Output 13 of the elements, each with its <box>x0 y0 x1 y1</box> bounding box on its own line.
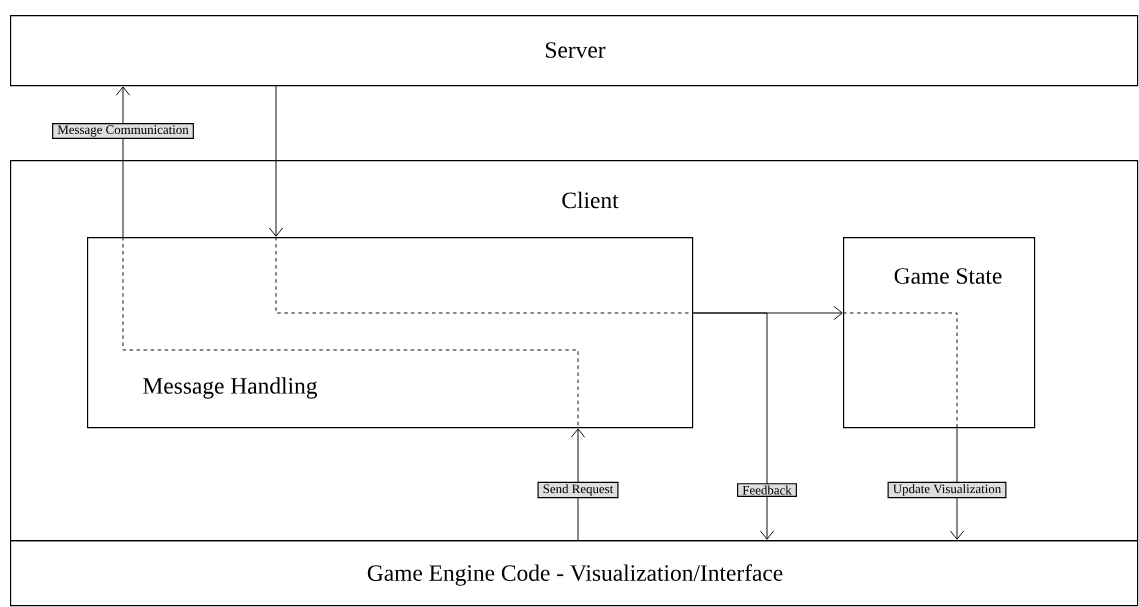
arrow <box>268 85 284 237</box>
arrow <box>115 86 131 238</box>
arrow <box>692 312 775 540</box>
band: Game Engine Code - Visualization/Interface <box>10 540 1139 607</box>
edge-label: Message Communication <box>52 123 194 139</box>
box: Message Handling <box>87 237 694 429</box>
edge-label: Update Visualization <box>887 481 1007 499</box>
band: Server <box>10 15 1139 87</box>
arrow <box>949 427 965 540</box>
arrow <box>570 428 586 541</box>
edge-label: Feedback <box>737 483 797 497</box>
box: Game State <box>843 237 1036 429</box>
edge-label: Send Request <box>537 481 619 499</box>
